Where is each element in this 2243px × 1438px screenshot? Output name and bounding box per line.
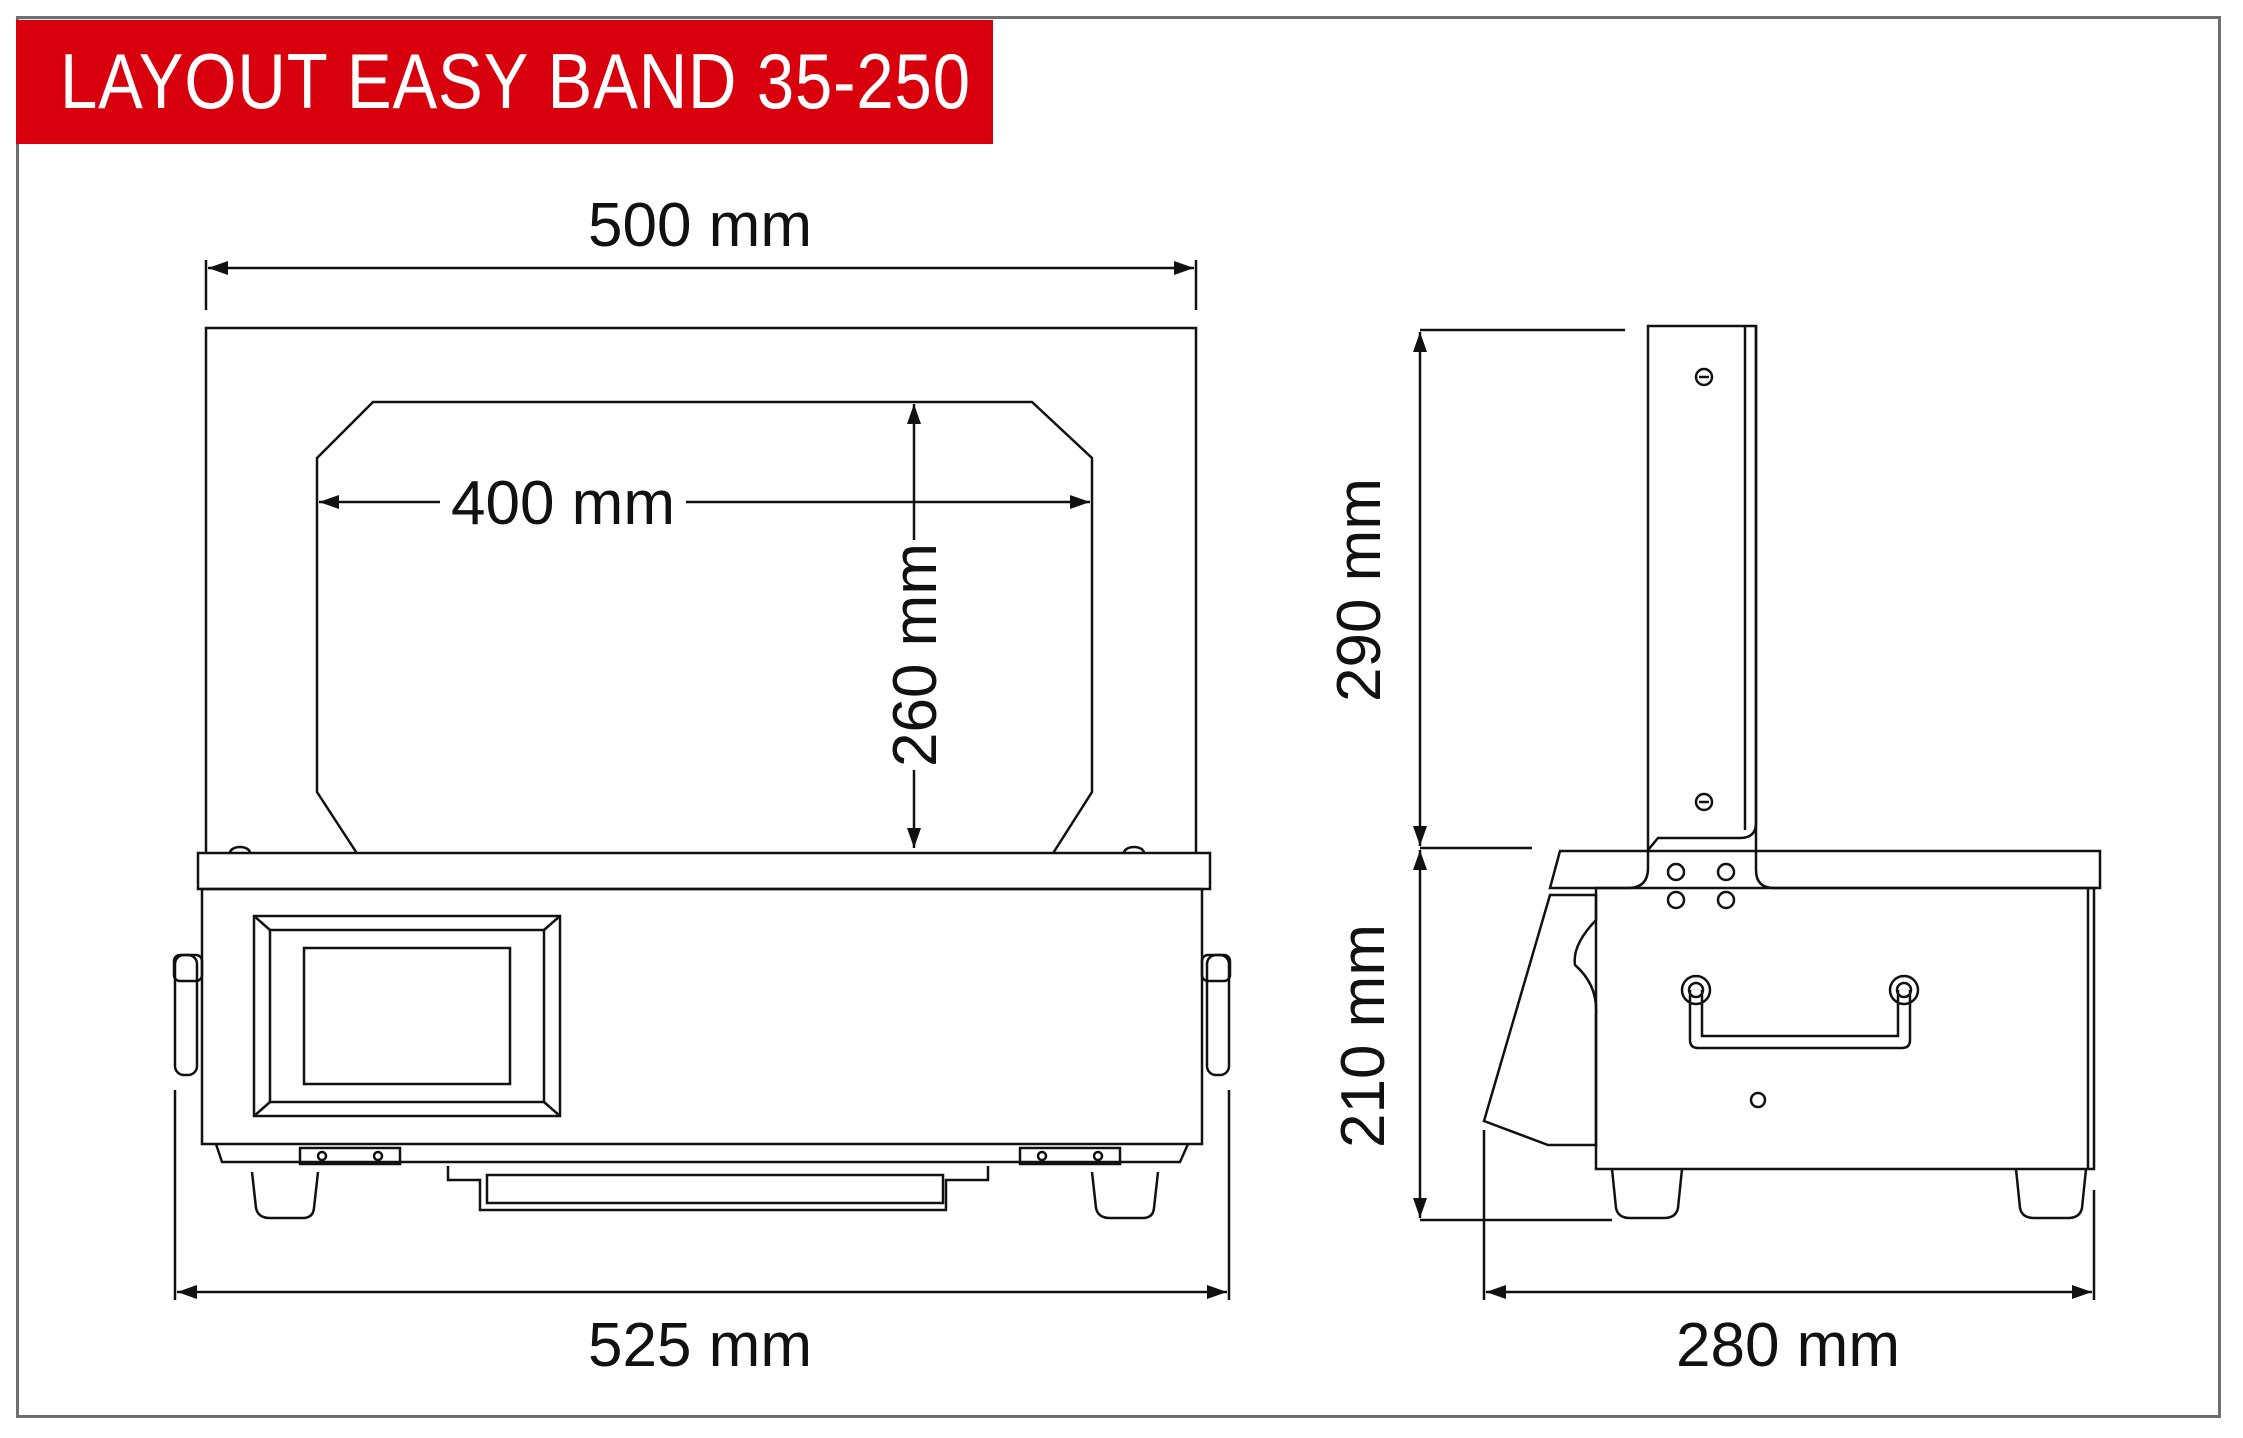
dim-label-top-width: 500 mm bbox=[588, 191, 812, 260]
front-foot-right bbox=[1090, 1171, 1160, 1220]
side-carry-handle bbox=[1688, 990, 1912, 1050]
left-handle bbox=[173, 953, 199, 1077]
bottom-tray bbox=[446, 1166, 990, 1212]
front-base bbox=[214, 1143, 1190, 1164]
title-banner: LAYOUT EASY BAND 35-250 bbox=[16, 20, 993, 144]
side-foot-right bbox=[2014, 1168, 2088, 1220]
right-handle bbox=[1205, 953, 1231, 1077]
front-foot-left bbox=[250, 1171, 320, 1220]
page-title: LAYOUT EASY BAND 35-250 bbox=[60, 37, 971, 125]
side-body bbox=[1594, 886, 2096, 1171]
dim-label-side-lower: 210 mm bbox=[1329, 924, 1398, 1148]
front-view bbox=[172, 326, 1232, 1220]
control-panel-screen bbox=[302, 946, 512, 1086]
side-front-flap bbox=[1482, 893, 1598, 1147]
screw-icon bbox=[1749, 1091, 1767, 1109]
screw-icon bbox=[1694, 792, 1714, 812]
arch-opening bbox=[315, 400, 1094, 860]
side-view bbox=[1482, 324, 2102, 1220]
base-clip-left bbox=[298, 1146, 402, 1166]
front-body bbox=[200, 887, 1204, 1146]
plate-knobs bbox=[228, 845, 1146, 854]
base-clip-right bbox=[1018, 1146, 1122, 1166]
dim-label-arch-width: 400 mm bbox=[451, 469, 675, 538]
side-top-plate bbox=[1754, 848, 2102, 890]
dimension-lines bbox=[173, 260, 2096, 1300]
screw-icon bbox=[1694, 367, 1714, 387]
dim-label-base-width: 525 mm bbox=[588, 1311, 812, 1380]
side-top-plate-front bbox=[1548, 849, 1650, 890]
dim-label-side-upper: 290 mm bbox=[1325, 478, 1394, 702]
side-foot-left bbox=[1610, 1168, 1684, 1220]
front-top-plate bbox=[196, 851, 1212, 891]
control-panel-outer bbox=[252, 914, 562, 1118]
dim-label-arch-height: 260 mm bbox=[881, 543, 950, 767]
control-panel-bevel bbox=[268, 928, 546, 1104]
side-column bbox=[1646, 324, 1758, 854]
dim-label-depth: 280 mm bbox=[1676, 1311, 1900, 1380]
